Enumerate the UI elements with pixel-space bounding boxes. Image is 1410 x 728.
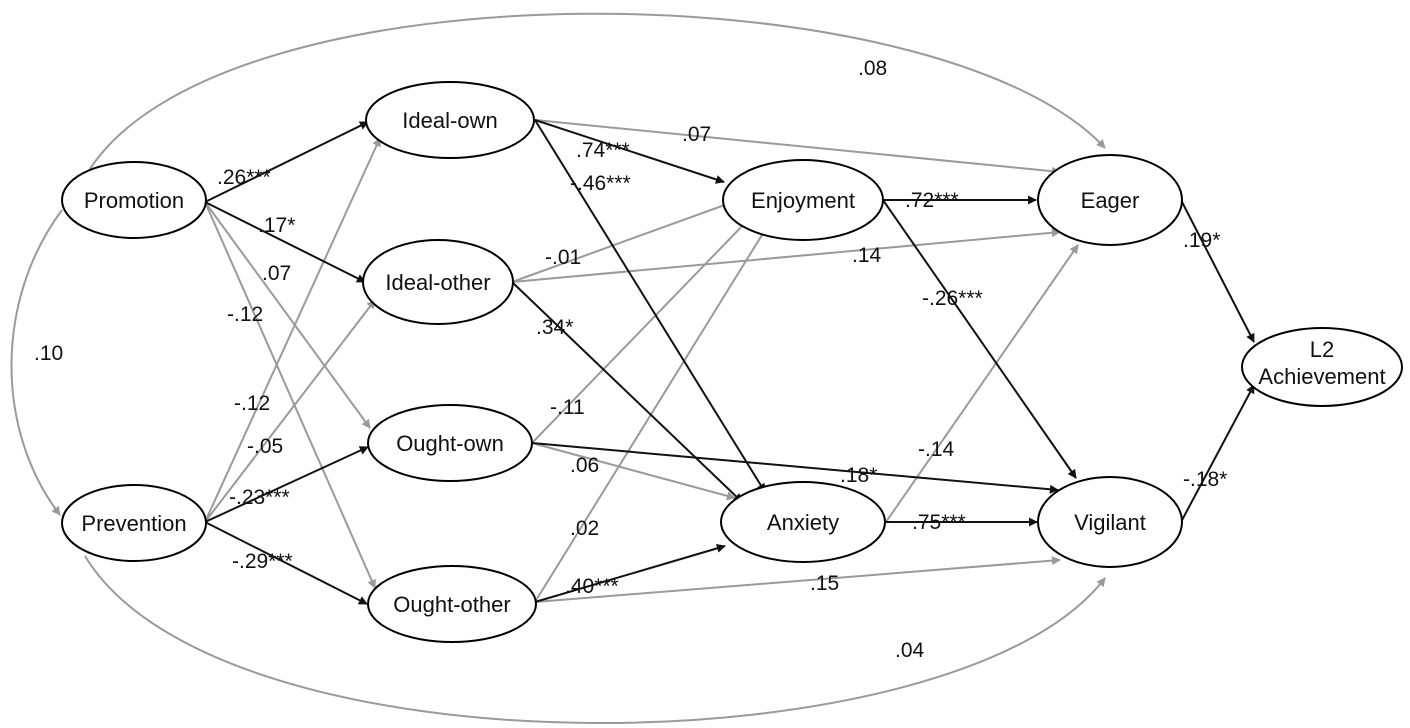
edge-label-ought-own-enjoyment: -.11 xyxy=(550,396,585,419)
node-promotion: Promotion xyxy=(61,161,207,239)
edge-label-ought-own-anxiety: .06 xyxy=(570,454,599,477)
edge-ideal-own-enjoyment xyxy=(534,119,725,184)
edge-label-prevention-ideal-own: -.12 xyxy=(234,392,270,415)
edge-label-prevention-ought-other: -.29*** xyxy=(232,550,293,573)
edge-layer-significant xyxy=(204,119,1255,605)
edge-label-prevention-ought-own: -.23*** xyxy=(229,486,290,509)
edge-label-enjoyment-vigilant: -.26*** xyxy=(922,287,983,310)
edge-label-vigilant-l2: -.18* xyxy=(1183,468,1227,491)
node-label-enjoyment: Enjoyment xyxy=(751,188,855,213)
edge-label-promotion-eager: .08 xyxy=(858,57,887,80)
node-ideal-own: Ideal-own xyxy=(365,81,535,159)
edge-prevention-ideal-own xyxy=(204,137,381,523)
edge-prevention-ought-own xyxy=(204,446,369,523)
node-ought-own: Ought-own xyxy=(367,404,533,482)
edge-label-promotion-prevention: .10 xyxy=(34,342,63,365)
edge-ought-other-vigilant xyxy=(534,556,1061,603)
edge-eager-l2 xyxy=(1180,199,1255,343)
node-anxiety: Anxiety xyxy=(720,481,886,563)
edge-label-ideal-other-anxiety: .34* xyxy=(536,316,573,339)
edge-label-ought-own-vigilant: .18* xyxy=(840,464,877,487)
edge-label-ought-other-anxiety: .40*** xyxy=(565,575,619,598)
node-prevention: Prevention xyxy=(61,484,207,562)
edge-promotion-ideal-own xyxy=(204,121,369,203)
edge-promotion-ideal-other xyxy=(204,201,366,283)
edge-ought-other-enjoyment xyxy=(534,221,771,603)
node-label-anxiety: Anxiety xyxy=(767,510,839,535)
node-label-eager: Eager xyxy=(1081,188,1140,213)
node-ideal-other: Ideal-other xyxy=(362,239,514,325)
edge-ought-other-anxiety xyxy=(534,543,726,603)
node-label-promotion: Promotion xyxy=(84,188,184,213)
edge-label-ideal-other-enjoyment: -.01 xyxy=(545,246,581,269)
edge-label-promotion-ought-other: -.12 xyxy=(227,303,263,326)
edge-ought-own-enjoyment xyxy=(531,219,749,444)
edge-promotion-ought-own xyxy=(204,201,371,429)
edge-vigilant-l2 xyxy=(1180,384,1255,523)
node-l2-achievement: L2 Achievement xyxy=(1241,327,1403,407)
edge-label-promotion-ought-own: .07 xyxy=(262,262,291,285)
edge-ought-own-vigilant xyxy=(531,442,1059,494)
edge-anxiety-eager xyxy=(885,244,1079,523)
node-label-prevention: Prevention xyxy=(81,511,186,536)
edge-label-anxiety-vigilant: .75*** xyxy=(912,511,966,534)
node-label-achievement: Achievement xyxy=(1258,364,1385,389)
edge-label-eager-l2: .19* xyxy=(1183,229,1220,252)
edge-label-enjoyment-eager: .72*** xyxy=(905,189,959,212)
edge-ought-own-anxiety xyxy=(531,442,736,501)
edge-label-prevention-vigilant: .04 xyxy=(895,639,925,662)
node-label-ought-other: Ought-other xyxy=(393,592,510,617)
edge-ideal-other-eager xyxy=(511,228,1061,283)
node-label-ideal-own: Ideal-own xyxy=(402,108,497,133)
edge-label-anxiety-eager: -.14 xyxy=(918,438,955,461)
node-label-vigilant: Vigilant xyxy=(1074,510,1146,535)
edge-ideal-other-enjoyment xyxy=(511,200,734,283)
node-eager: Eager xyxy=(1037,154,1183,246)
edge-label-promotion-ideal-other: .17* xyxy=(258,214,295,237)
node-label-ought-own: Ought-own xyxy=(396,431,504,456)
edge-promotion-ought-other xyxy=(204,201,376,589)
edge-label-layer: .08 .10 .26*** .17* .07 -.12 -.12 -.05 -… xyxy=(34,57,1227,662)
edge-ideal-own-eager xyxy=(534,119,1061,176)
node-label-ideal-other: Ideal-other xyxy=(385,270,490,295)
node-enjoyment: Enjoyment xyxy=(722,159,884,241)
edge-prevention-ideal-other xyxy=(204,299,376,523)
edge-prevention-vigilant xyxy=(84,555,1106,724)
edge-label-promotion-ideal-own: .26*** xyxy=(217,166,271,189)
edge-promotion-prevention xyxy=(10,209,63,516)
node-vigilant: Vigilant xyxy=(1037,476,1183,568)
node-label-l2: L2 xyxy=(1310,337,1334,362)
edge-label-ought-other-enjoyment: .02 xyxy=(570,517,599,540)
edge-layer-nonsignificant xyxy=(10,12,1106,724)
edge-label-ideal-other-eager: .14 xyxy=(852,244,882,267)
edge-label-prevention-ideal-other: -.05 xyxy=(247,435,283,458)
edge-label-ideal-own-eager: .07 xyxy=(682,123,711,146)
edge-prevention-ought-other xyxy=(204,521,368,605)
edge-label-ought-other-vigilant: .15 xyxy=(810,572,839,595)
edge-promotion-eager xyxy=(87,12,1106,173)
node-ought-other: Ought-other xyxy=(367,565,537,643)
edge-ideal-other-anxiety xyxy=(511,281,743,503)
edge-enjoyment-vigilant xyxy=(882,199,1077,479)
edge-label-ideal-own-anxiety: -.46*** xyxy=(570,172,631,195)
edge-label-ideal-own-enjoyment: .74*** xyxy=(576,139,630,162)
edge-ideal-own-anxiety xyxy=(534,119,766,493)
